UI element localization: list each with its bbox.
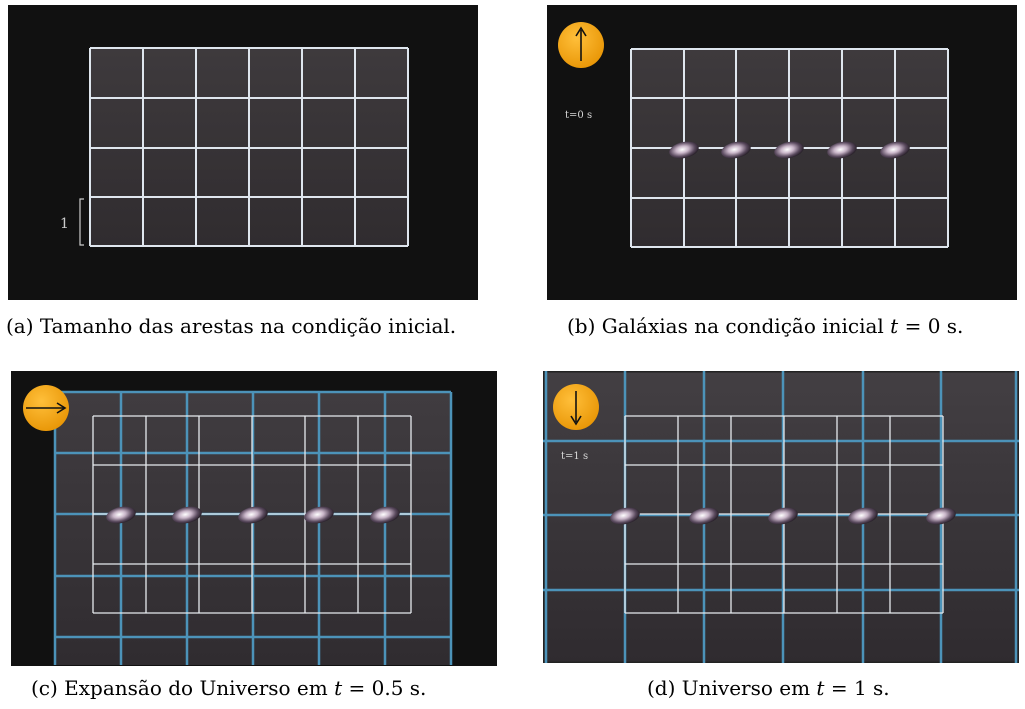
caption-c: (c) Expansão do Universo em t = 0.5 s. xyxy=(31,676,426,700)
panel-d-graphic: t=1 s xyxy=(543,371,1019,663)
galaxies xyxy=(669,141,910,159)
caption-d: (d) Universo em t = 1 s. xyxy=(647,676,890,700)
galaxy-icon xyxy=(669,141,699,159)
caption-math: t xyxy=(890,314,899,338)
scale-bracket xyxy=(79,198,84,246)
panel-d: t=1 s xyxy=(543,371,1019,663)
panel-a-graphic: 1 xyxy=(8,5,478,300)
caption-math: t xyxy=(334,676,343,700)
galaxy-icon xyxy=(880,141,910,159)
caption-math: t xyxy=(816,676,825,700)
caption-text: Tamanho das arestas na condição inicial. xyxy=(39,314,457,338)
panel-c-graphic xyxy=(11,371,497,666)
galaxy-icon xyxy=(768,507,798,525)
white-grid xyxy=(89,47,409,247)
galaxy-icon xyxy=(610,507,640,525)
time-label: t=1 s xyxy=(561,451,588,462)
caption-eq: = 0.5 s. xyxy=(342,676,427,700)
scale-label: 1 xyxy=(60,216,69,232)
panel-border xyxy=(543,371,1019,663)
arrow-right-icon xyxy=(23,385,69,431)
galaxy-icon xyxy=(827,141,857,159)
galaxy-icon xyxy=(106,506,136,524)
panel-b: t=0 s xyxy=(547,5,1017,300)
galaxies xyxy=(610,507,956,525)
caption-a: (a) Tamanho das arestas na condição inic… xyxy=(6,314,456,338)
arrow-down-icon xyxy=(553,384,599,430)
galaxy-icon xyxy=(774,141,804,159)
caption-label: (b) xyxy=(567,314,602,338)
galaxy-icon xyxy=(721,141,751,159)
galaxies xyxy=(106,506,400,524)
galaxy-icon xyxy=(689,507,719,525)
caption-label: (a) xyxy=(6,314,40,338)
galaxy-icon xyxy=(304,506,334,524)
caption-text: Expansão do Universo em xyxy=(64,676,335,700)
caption-label: (c) xyxy=(31,676,65,700)
caption-text: Universo em xyxy=(681,676,817,700)
panel-b-graphic: t=0 s xyxy=(547,5,1017,300)
galaxy-icon xyxy=(238,506,268,524)
caption-text: Galáxias na condição inicial xyxy=(601,314,891,338)
galaxy-icon xyxy=(370,506,400,524)
caption-eq: = 0 s. xyxy=(898,314,964,338)
panel-a: 1 xyxy=(8,5,478,300)
galaxy-icon xyxy=(848,507,878,525)
caption-label: (d) xyxy=(647,676,682,700)
galaxy-icon xyxy=(172,506,202,524)
time-label: t=0 s xyxy=(565,110,592,121)
arrow-up-icon xyxy=(558,22,604,68)
panel-c xyxy=(11,371,497,666)
caption-b: (b) Galáxias na condição inicial t = 0 s… xyxy=(567,314,963,338)
caption-eq: = 1 s. xyxy=(824,676,890,700)
galaxy-icon xyxy=(926,507,956,525)
